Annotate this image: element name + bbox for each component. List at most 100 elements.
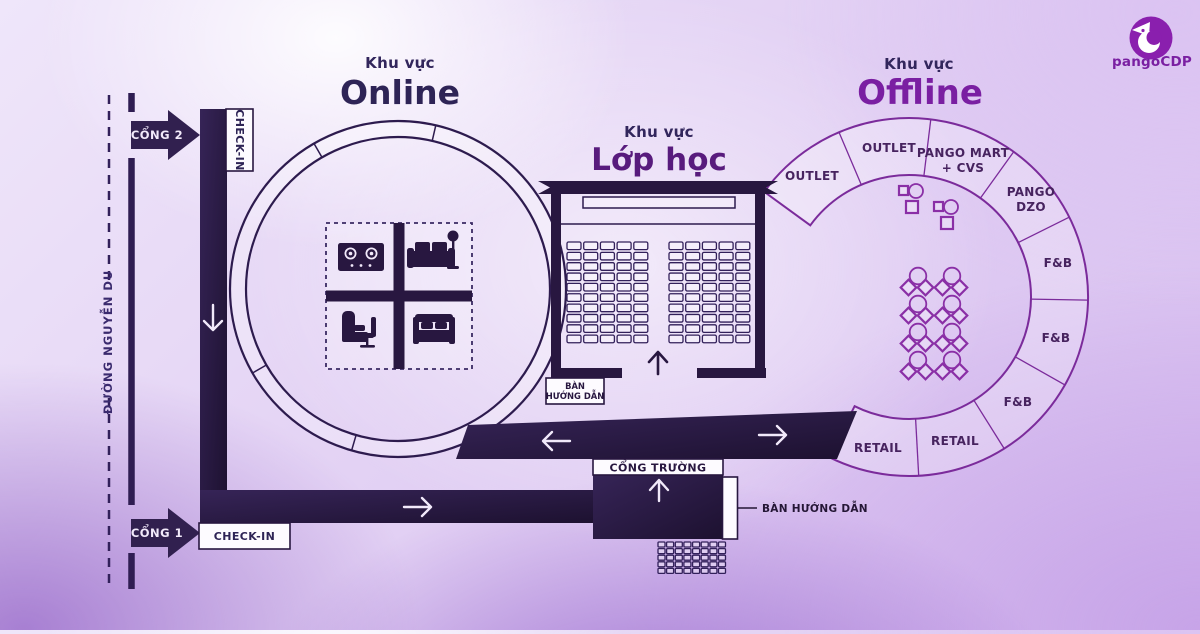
waiting-seat [700, 541, 709, 548]
waiting-seat [683, 541, 692, 548]
classroom-seat [583, 241, 599, 251]
waiting-seat [657, 554, 666, 561]
classroom-seat [616, 272, 632, 282]
classroom-seat [718, 324, 734, 334]
classroom-seat [735, 272, 751, 282]
classroom-seat [633, 293, 649, 302]
offline-zone-ring: OUTLET OUTLET PANGO MART + CVS PANGO DZO… [762, 116, 1089, 477]
classroom-seat [735, 251, 751, 261]
gate-2-arrow-icon [131, 110, 200, 160]
table-icon [933, 322, 969, 353]
table-icon [899, 294, 935, 325]
segment-label: F&B [1044, 256, 1073, 270]
checkin-top-label: CHECK-IN [233, 109, 246, 171]
segment-label: RETAIL [854, 441, 902, 455]
offline-tables [899, 266, 969, 381]
bottom-walkway-bar [200, 490, 594, 523]
classroom-seat [599, 282, 616, 292]
street: ĐƯỜNG NGUYỄN DU [99, 93, 135, 589]
waiting-seat [709, 554, 718, 561]
waiting-seat [717, 554, 727, 561]
classroom-seat [735, 303, 751, 313]
waiting-seat [657, 547, 666, 555]
table-chair [899, 306, 918, 325]
waiting-seat [691, 547, 701, 555]
classroom-seat [668, 313, 684, 323]
table-top [942, 322, 962, 342]
classroom-seat [701, 262, 718, 271]
classroom-seat [583, 313, 599, 323]
classroom-seat [718, 241, 734, 251]
classroom-seats [566, 241, 751, 344]
table-top [908, 294, 928, 314]
gate-1: CỔNG 1 [131, 508, 200, 558]
classroom-seat [566, 272, 582, 282]
classroom-seat [685, 313, 701, 323]
classroom-info-desk-box [545, 377, 605, 405]
table-icon [933, 350, 969, 381]
left-arrow-icon [541, 430, 572, 452]
checkin-top-box [225, 108, 254, 172]
waiting-seat [665, 561, 675, 568]
classroom-seat [633, 241, 649, 251]
classroom-seat [566, 251, 582, 261]
booth-table [939, 215, 955, 231]
waiting-seat [674, 567, 683, 575]
classroom-wall-left [551, 181, 561, 378]
waiting-seat [709, 561, 718, 568]
segment-label: PANGO [1007, 185, 1056, 199]
table-chair [899, 362, 918, 381]
classroom-seat [599, 241, 616, 251]
right-arrow-icon [757, 424, 788, 446]
table-chair [950, 306, 969, 325]
segment-label: + CVS [942, 161, 984, 175]
waiting-seat [700, 547, 709, 555]
booth-icon [897, 183, 924, 215]
table-chair [933, 278, 952, 297]
gate-1-label: CỔNG 1 [131, 523, 183, 540]
waiting-seat [709, 547, 718, 555]
classroom-seat [566, 324, 582, 334]
table-top [908, 322, 928, 342]
classroom-seat [633, 251, 649, 261]
classroom-seat [718, 262, 734, 271]
classroom-seat [718, 251, 734, 261]
classroom-seat [599, 272, 616, 282]
info-desk-label: BÀN HƯỚNG DẪN [762, 500, 868, 515]
classroom-seat [599, 303, 616, 313]
checkin-bottom-box [198, 522, 291, 550]
gate-2-label: CỔNG 2 [131, 125, 183, 142]
waiting-seat [691, 554, 701, 561]
table-top [942, 266, 962, 286]
segment-label: OUTLET [785, 169, 839, 183]
classroom-seat [685, 334, 701, 344]
classroom-seat [566, 282, 582, 292]
table-chair [950, 334, 969, 353]
classroom-seat [599, 251, 616, 261]
waiting-seat [691, 561, 701, 568]
classroom-seat [685, 293, 701, 302]
waiting-seat [709, 567, 718, 575]
booth-table [904, 199, 920, 215]
table-chair [933, 334, 952, 353]
classroom-seat [685, 272, 701, 282]
booth-top [908, 183, 924, 199]
classroom-seat [583, 324, 599, 334]
waiting-seat [674, 554, 683, 561]
classroom-seat [633, 262, 649, 271]
classroom-seat [701, 334, 718, 344]
classroom-seat [735, 262, 751, 271]
offline-ring-band [762, 116, 1089, 477]
info-desk-label: HƯỚNG DẪN [546, 389, 605, 401]
classroom-seat [735, 282, 751, 292]
classroom-seat [583, 334, 599, 344]
classroom-seat [583, 303, 599, 313]
waiting-seat [717, 541, 727, 548]
table-icon [899, 350, 935, 381]
classroom-wall-bottom-right [697, 368, 766, 378]
school-gate: CỔNG TRƯỜNG BÀN HƯỚNG DẪN [592, 458, 868, 575]
online-ring-outer [228, 119, 568, 459]
table-chair [916, 306, 935, 325]
online-ring-ticks [252, 125, 437, 451]
classroom-seat [668, 282, 684, 292]
